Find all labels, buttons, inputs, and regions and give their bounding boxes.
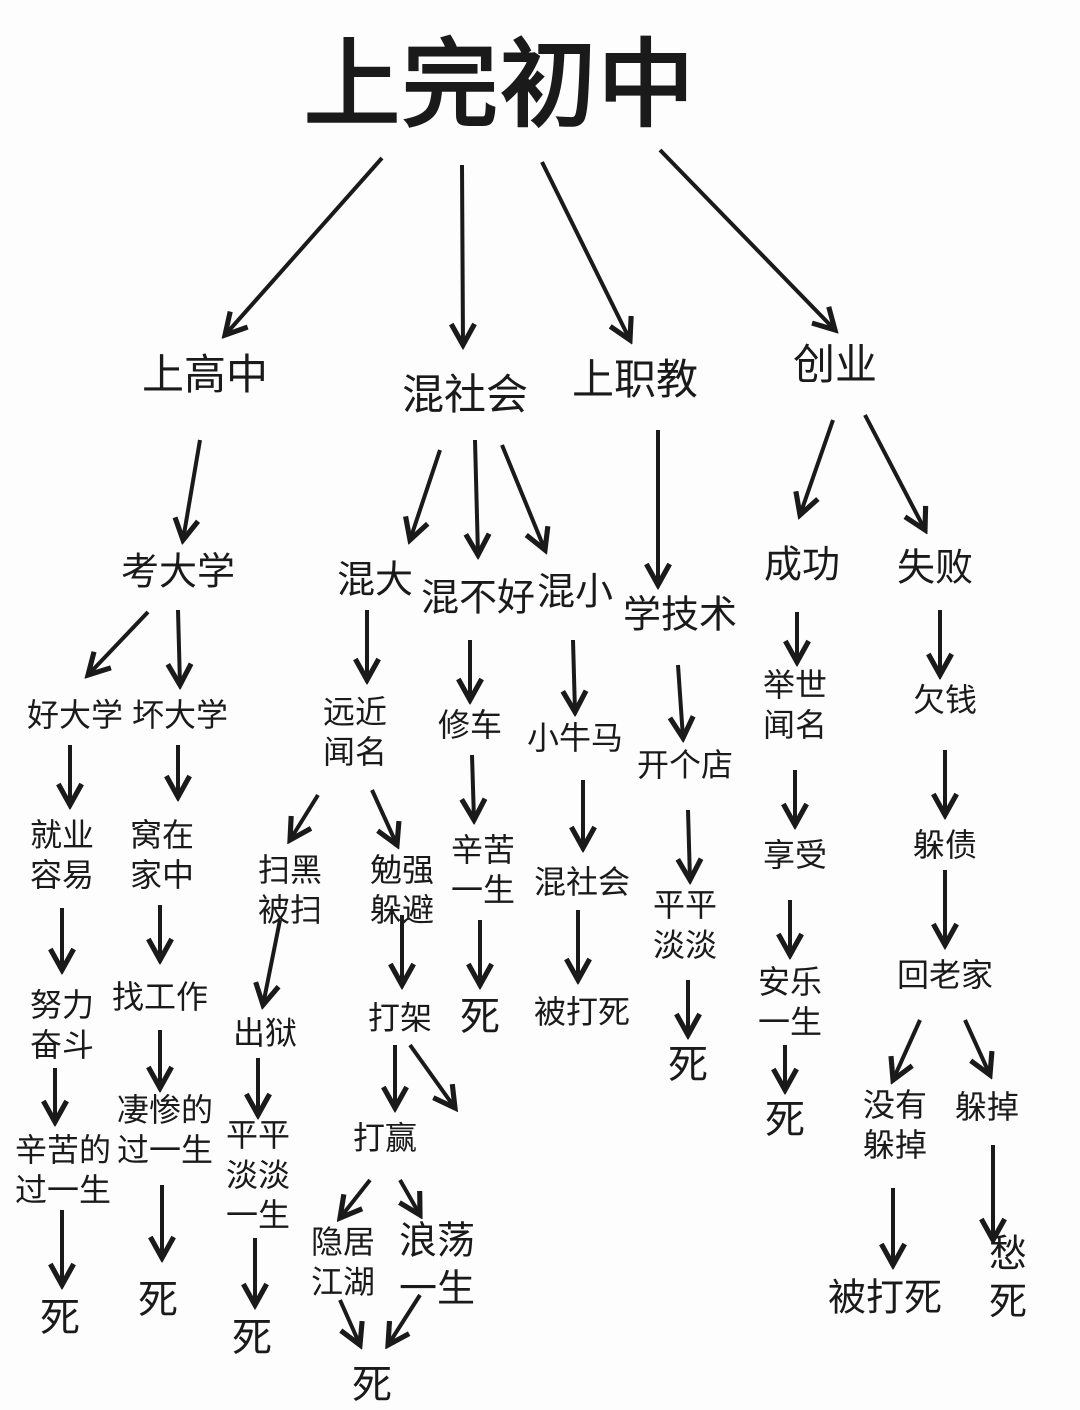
- arrow: [388, 1293, 422, 1345]
- diagram-node: 混大: [336, 557, 414, 602]
- diagram-node: 死: [765, 1097, 805, 1143]
- diagram-node: 欠钱: [912, 681, 978, 719]
- diagram-node: 学技术: [622, 592, 738, 637]
- arrow: [475, 439, 478, 555]
- arrow: [500, 444, 545, 550]
- diagram-node: 打赢: [352, 1119, 418, 1157]
- diagram-node: 被打死: [533, 993, 631, 1031]
- arrow: [225, 156, 384, 335]
- diagram-node: 混小: [536, 569, 614, 614]
- arrow: [290, 793, 320, 840]
- diagram-node: 死: [40, 1295, 80, 1341]
- diagram-node: 安乐 一生: [757, 963, 823, 1041]
- diagram-node: 浪荡 一生: [398, 1218, 476, 1311]
- arrow: [688, 809, 690, 880]
- diagram-node: 小牛马: [526, 719, 624, 757]
- diagram-node: 死: [232, 1315, 272, 1361]
- arrow: [540, 161, 630, 340]
- arrow: [462, 164, 463, 345]
- diagram-node: 创业: [792, 339, 878, 389]
- arrow: [340, 1178, 372, 1218]
- diagram-node: 隐居 江湖: [310, 1223, 376, 1301]
- diagram-node: 凄惨的 过一生: [116, 1091, 214, 1169]
- diagram-node: 打架: [367, 999, 433, 1037]
- diagram-node: 扫黑 被扫: [257, 851, 323, 929]
- arrow: [863, 414, 925, 530]
- diagram-node: 上高中: [141, 349, 269, 399]
- diagram-node: 开个店: [636, 746, 734, 784]
- diagram-node: 平平 淡淡: [652, 886, 718, 964]
- arrow: [338, 1299, 360, 1345]
- diagram-node: 失败: [896, 545, 974, 590]
- diagram-node: 死: [460, 994, 500, 1040]
- diagram-node: 躲债: [912, 826, 978, 864]
- arrow: [400, 1179, 420, 1215]
- diagram-node: 辛苦 一生: [450, 831, 516, 909]
- diagram-node: 勉强 躲避: [369, 851, 435, 929]
- diagram-node: 死: [668, 1042, 708, 1088]
- arrow: [678, 664, 683, 738]
- arrow: [183, 439, 202, 540]
- root-node: 上完初中: [304, 29, 696, 141]
- arrow: [178, 609, 180, 685]
- arrow: [658, 148, 835, 330]
- arrow: [88, 610, 150, 675]
- diagram-node: 死: [352, 1362, 392, 1408]
- diagram-node: 混社会: [401, 369, 529, 419]
- arrow: [893, 1019, 922, 1080]
- diagram-node: 享受: [762, 836, 828, 874]
- diagram-node: 修车: [437, 706, 503, 744]
- arrow: [472, 754, 474, 820]
- diagram-node: 被打死: [827, 1275, 943, 1320]
- diagram-node: 好大学: [26, 696, 124, 734]
- diagram-node: 努力 奋斗: [29, 986, 95, 1064]
- diagram-node: 考大学: [120, 549, 236, 594]
- arrow: [408, 1043, 455, 1108]
- diagram-node: 回老家: [896, 956, 994, 994]
- diagram-node: 没有 躲掉: [862, 1086, 928, 1164]
- diagram-node: 辛苦的 过一生: [14, 1131, 112, 1209]
- diagram-node: 混社会: [533, 863, 631, 901]
- diagram-node: 出狱: [232, 1014, 298, 1052]
- diagram-node: 上职教: [571, 354, 699, 404]
- diagram-node: 找工作: [111, 978, 209, 1016]
- diagram-node: 举世 闻名: [762, 666, 828, 744]
- diagram-node: 躲掉: [954, 1088, 1020, 1126]
- arrow: [410, 449, 442, 540]
- arrow: [963, 1019, 990, 1075]
- diagram-node: 混不好: [420, 575, 536, 620]
- arrow: [263, 919, 282, 1005]
- diagram-node: 愁死: [988, 1231, 1027, 1324]
- diagram-node: 就业 容易: [29, 816, 95, 894]
- diagram-node: 坏大学: [131, 696, 229, 734]
- diagram-node: 死: [138, 1277, 178, 1323]
- diagram-node: 远近 闻名: [322, 693, 388, 771]
- arrow: [573, 639, 575, 712]
- diagram-node: 平平 淡淡 一生: [225, 1116, 291, 1234]
- arrow: [370, 789, 397, 845]
- diagram-node: 窝在 家中: [129, 816, 195, 894]
- diagram-node: 成功: [763, 542, 841, 587]
- arrow: [800, 419, 835, 515]
